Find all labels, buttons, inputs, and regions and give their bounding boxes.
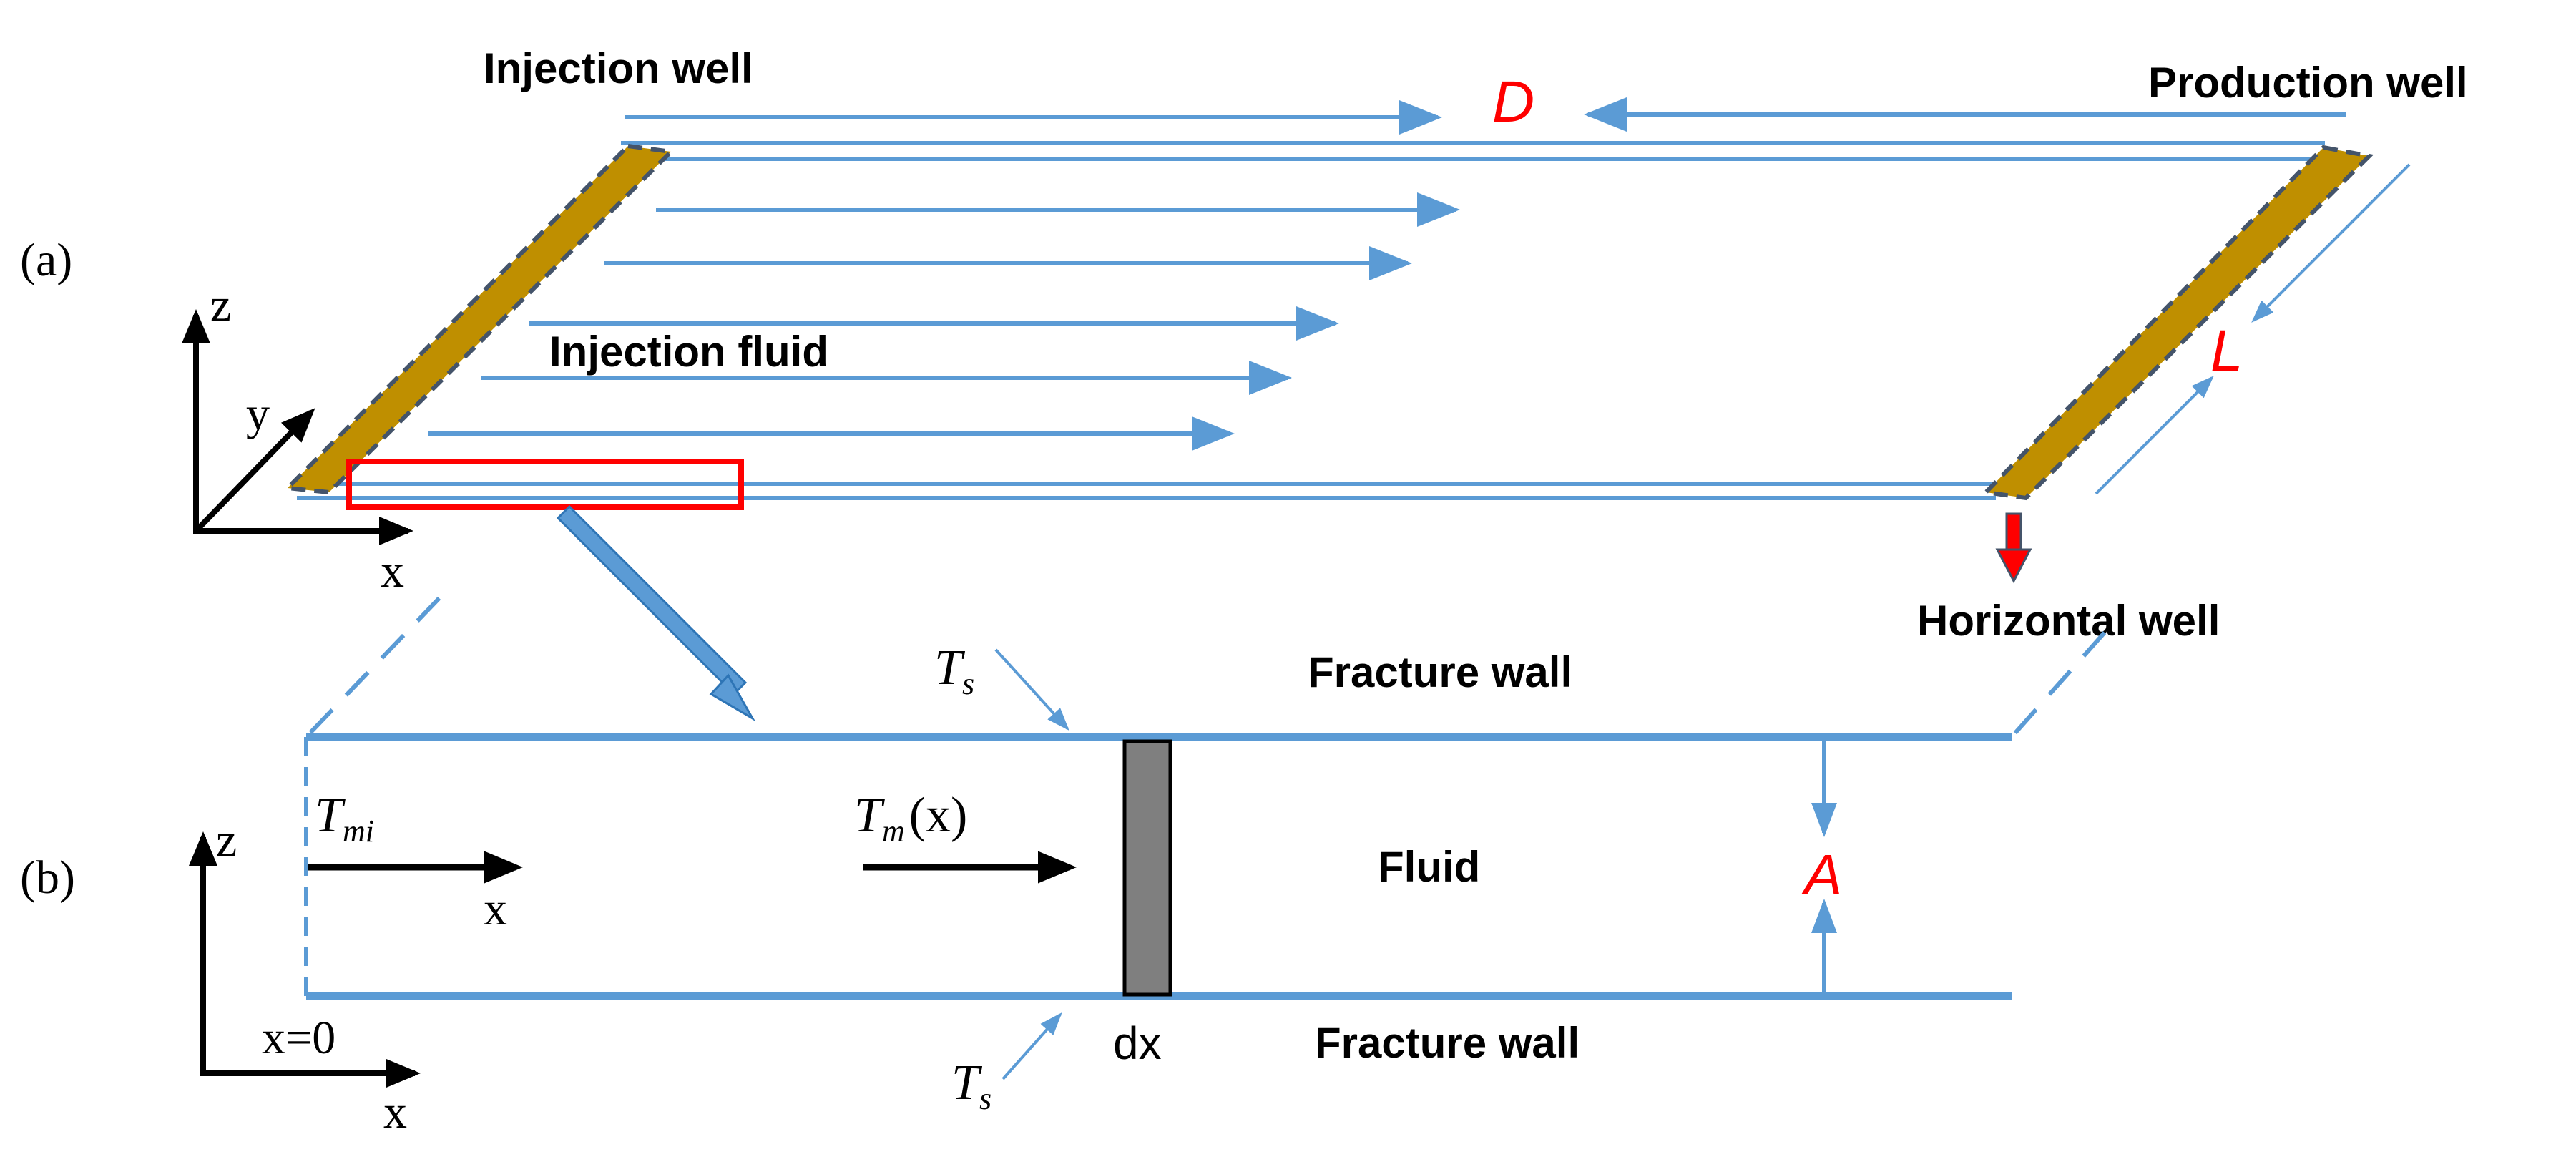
wall-temperature-bottom-label: Ts: [951, 1055, 991, 1116]
horizontal-well-label: Horizontal well: [1917, 597, 2220, 645]
wall-temperature-top-label: Ts: [934, 640, 974, 701]
zoom-connector-right: [2009, 631, 2107, 738]
ts-top-pointer: [994, 648, 1069, 731]
ts-bottom-pointer: [1001, 1012, 1062, 1080]
horizontal-well-arrow: [1995, 512, 2032, 584]
length-label: L: [2210, 318, 2243, 384]
injection-well-bar: [283, 143, 676, 495]
axes-a: [182, 309, 413, 545]
fluid-label: Fluid: [1378, 843, 1480, 891]
panel-b: (b) Fracture wall Fracture wall Fluid Ts…: [20, 596, 2107, 1138]
axes-b: [189, 831, 421, 1088]
injection-flow-arrows: [428, 192, 1460, 451]
production-well-label: Production well: [2148, 59, 2468, 107]
axis-z-label-a: z: [210, 279, 231, 331]
x-origin-label: x=0: [262, 1012, 336, 1064]
fracture-wall-top-label: Fracture wall: [1308, 648, 1572, 696]
injection-fluid-label: Injection fluid: [549, 328, 828, 376]
panel-b-label: (b): [20, 851, 75, 904]
zoom-connector-left: [304, 596, 441, 739]
axis-y-label-a: y: [246, 388, 270, 440]
distance-label: D: [1492, 69, 1534, 135]
fluid-temperature-label: Tm(x): [854, 788, 967, 849]
zoom-arrow: [556, 504, 756, 722]
length-arrow-upper: [2251, 163, 2411, 323]
panel-a-label: (a): [20, 234, 72, 286]
length-arrow-lower: [2095, 376, 2214, 495]
dx-label: dx: [1113, 1017, 1162, 1069]
panel-a: (a) Injection well Production well D Inj…: [20, 44, 2468, 722]
injection-well-label: Injection well: [484, 44, 753, 92]
zoom-region-box: [346, 459, 744, 510]
inlet-flow-x-label: x: [484, 883, 507, 935]
axis-y-line: [194, 408, 315, 533]
dx-element: [1122, 739, 1172, 997]
production-well-bar: [1981, 145, 2374, 501]
axis-x-label-b: x: [383, 1086, 407, 1138]
axis-x-label-a: x: [381, 545, 404, 597]
aperture-label: A: [1801, 843, 1842, 907]
axis-z-label-b: z: [216, 814, 237, 867]
fracture-wall-bottom-label: Fracture wall: [1315, 1019, 1580, 1067]
inlet-temperature-label: Tmi: [315, 788, 374, 849]
